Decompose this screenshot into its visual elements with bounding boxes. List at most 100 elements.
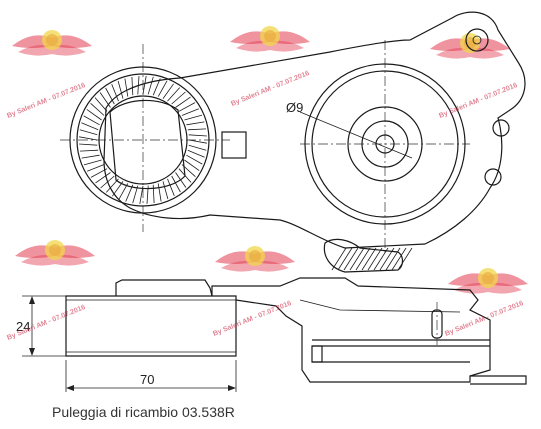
pulley-rib [100,175,115,189]
pulley-rib [184,114,203,121]
pulley-rib [83,115,100,126]
tensioner-bore [375,134,395,154]
pulley-rib [117,80,124,99]
diameter-leader-line [299,111,413,159]
tensioner-side-body [211,277,491,383]
pulley-rib [187,149,205,158]
bottom-hatched-lug [323,238,413,273]
pulley-rib [188,144,207,151]
pulley-rib [99,92,111,108]
drawing-caption: Puleggia di ricambio 03.538R [52,404,235,420]
dimension-width: 70 [65,360,237,392]
saleri-logo-icon [230,26,310,52]
width-arrow-left [66,385,74,391]
saleri-logo-icon [15,240,95,266]
saleri-logo-icon [215,246,295,272]
pulley-rib [90,103,105,116]
pulley-rib [184,159,200,171]
pulley-rib [124,78,129,97]
pulley-rib [125,184,134,202]
pulley-rib [186,121,205,126]
hatch-line [337,247,353,271]
hole-diameter-label: Ø9 [286,100,303,115]
side-view [65,277,527,385]
pulley-rib [95,172,111,184]
pulley-rib [188,134,207,137]
right-lug-lower [484,168,502,186]
pulley-rib [167,178,175,196]
height-arrow-bottom [29,348,35,356]
pulley-rib [157,183,162,202]
pulley-rib [178,102,196,112]
mounting-foot [470,375,527,385]
square-boss [221,131,247,159]
dimension-height: 24 [16,295,66,357]
pulley-rib [171,91,186,105]
pulley-ribs [79,76,207,204]
pulley-rib [79,136,98,141]
pulley-rib [142,76,147,95]
hatch-line [367,247,383,271]
internal-edge [299,299,461,313]
watermark-text: By Saleri AM - 07.07.2016 [438,82,518,120]
watermark-logos [12,26,528,294]
pulley-rib [187,128,207,131]
hatch-line [355,247,371,271]
pulley-rib [79,129,98,136]
pulley-rib [181,108,199,116]
pulley-rib [175,96,191,108]
hatch-line [349,247,365,271]
pulley-rib [94,97,108,112]
hatch-line [343,247,359,271]
top-lug-hole-center [472,35,482,45]
tensioner-inner-circle [311,70,459,218]
top-view: Ø9 [60,11,526,273]
saleri-logo-icon [430,33,510,59]
height-arrow-top [29,296,35,304]
pulley-rib [111,84,119,102]
hatch-line [331,247,347,271]
hatch-line [397,247,413,271]
tensioner-disc: Ø9 [286,63,466,225]
pulley-rib [81,122,99,131]
pulley-width-label: 70 [140,372,154,387]
pulley-rib [171,175,181,193]
pulley-rib [162,83,174,99]
right-lug-upper [492,119,510,137]
tensioner-outer-circle [304,63,466,225]
pulley-rib [167,87,180,102]
pulley-rib [83,159,102,166]
pulley-web [109,99,186,190]
pulley-side-profile [65,295,237,357]
pulley-outer-rim [69,66,217,214]
hatch-line [373,247,389,271]
pulley-rib [105,87,115,105]
pulley-rib [152,78,161,96]
pulley-rib [79,149,99,152]
pulley-height-label: 24 [16,319,30,334]
pulley-rib [157,80,168,97]
pulley-rib [132,185,139,204]
hatch-line [385,247,401,271]
pulley-rib [87,164,105,172]
tensioner-bore-outer [361,120,409,168]
pulley-rib [188,139,207,144]
pulley-rib [86,109,102,121]
idler-pulley [69,66,217,214]
pulley-rib [79,143,98,146]
pulley-rib [137,76,140,95]
base-plate-end [311,345,323,363]
hatch-line [391,247,407,271]
pulley-rib [186,154,203,165]
tensioner-hub [347,106,423,182]
pulley-outer-rim-inner [76,73,210,207]
tensioner-arm-outline [103,11,526,249]
width-arrow-right [228,385,236,391]
watermark-text: By Saleri AM - 07.07.2016 [212,300,292,338]
pulley-rib [162,181,169,200]
saleri-logo-icon [12,30,92,56]
pulley-hub-ring [98,95,188,185]
pulley-rib [147,76,154,95]
